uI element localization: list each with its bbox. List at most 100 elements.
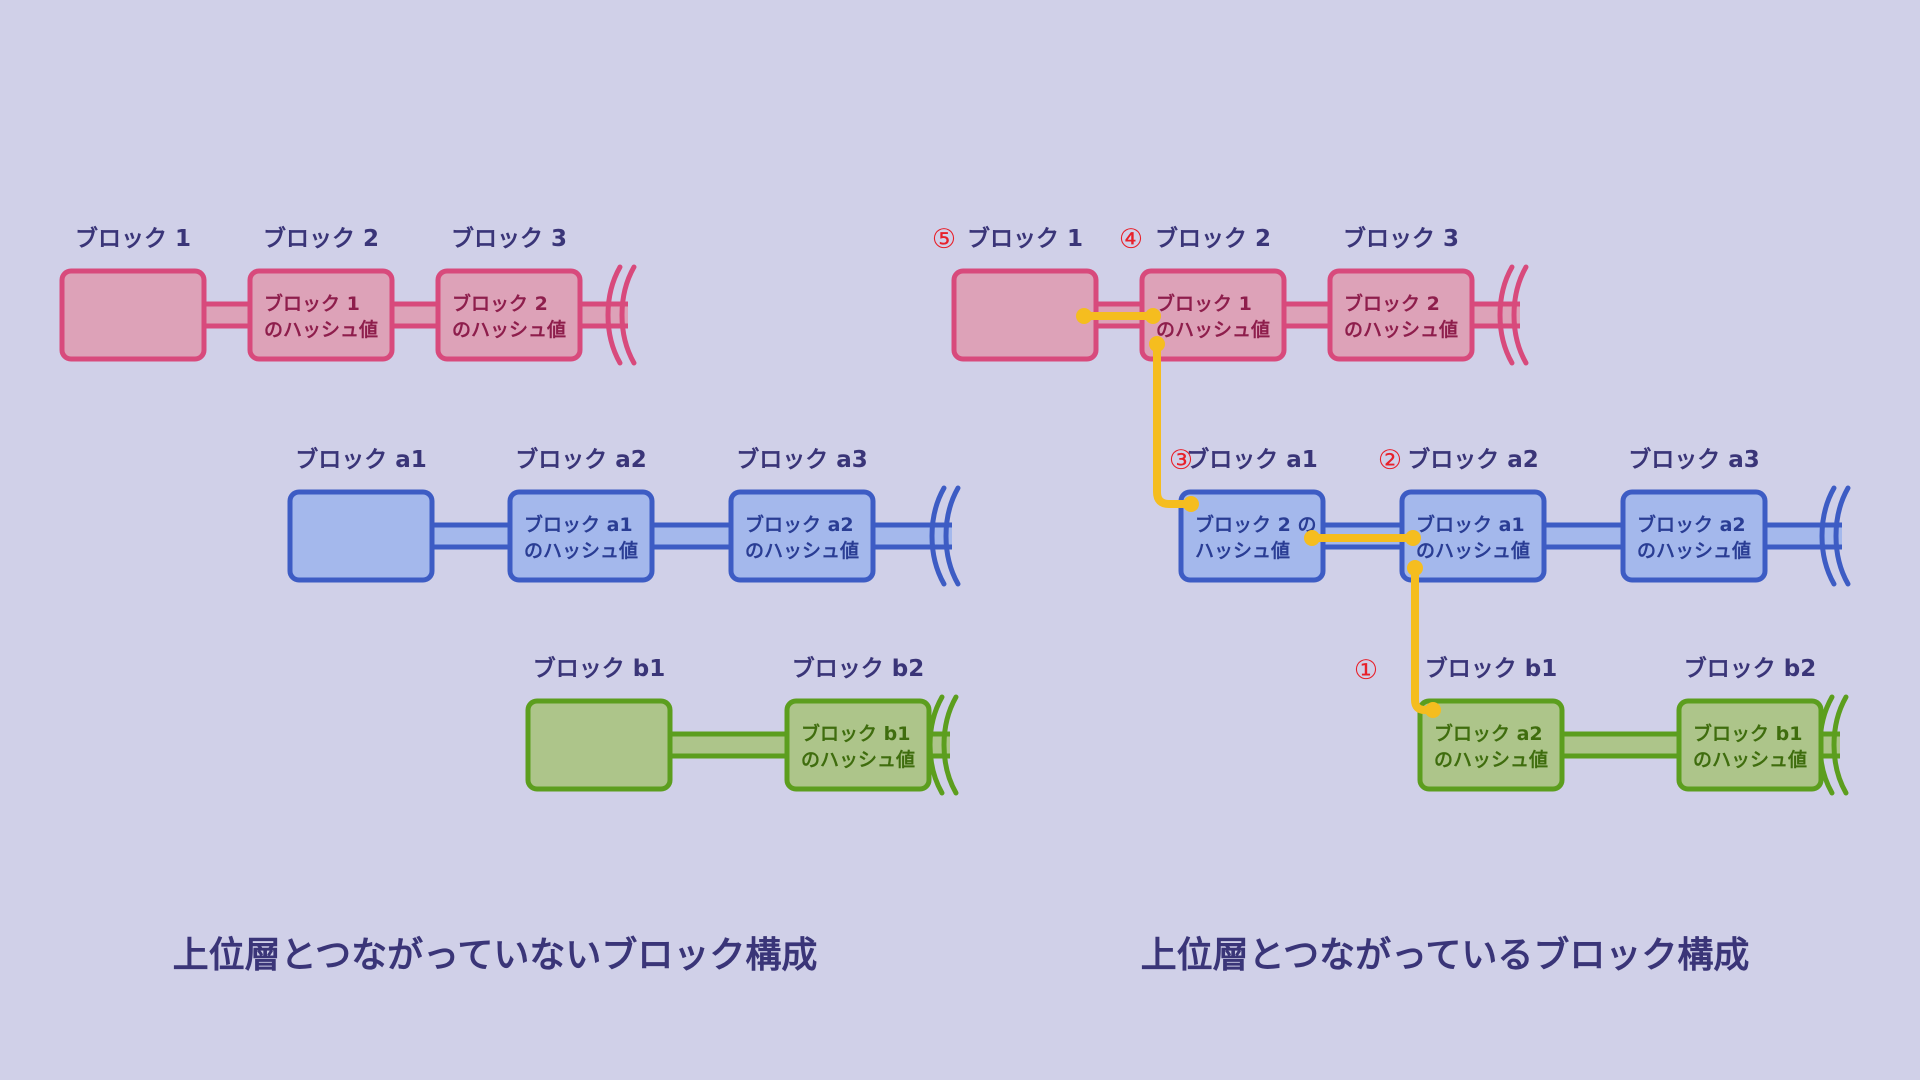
block-content-text: のハッシュ値 [264, 319, 378, 341]
caption-unconnected: 上位層とつながっていないブロック構成 [173, 934, 818, 976]
block-label: ブロック 3 [1343, 225, 1459, 252]
blue-chain-row: ブロック a1 ブロック 2 のハッシュ値 ブロック a2 ブロック a1 のハッシュ値… [1178, 446, 1851, 587]
block-box [784, 698, 932, 792]
block-content-text: ブロック a2 [1434, 722, 1543, 745]
block-box [1327, 268, 1475, 362]
hash-link-endpoint [1405, 530, 1421, 546]
block-content-text: ブロック 2 [1344, 292, 1440, 315]
block-content-text: のハッシュ値 [801, 749, 915, 771]
hash-link-line [1153, 340, 1195, 508]
step-number: ① [1354, 655, 1378, 686]
hash-link-endpoint [1407, 560, 1423, 576]
block-content-text: ブロック 2 [452, 292, 548, 315]
continuation-wave-icon [943, 485, 961, 587]
block-label: ブロック a3 [1628, 446, 1760, 473]
hash-link-endpoint [1145, 308, 1161, 324]
step-number: ⑤ [932, 224, 956, 255]
continuation-wave-icon [605, 264, 623, 366]
unconnected-structure: ブロック 1 ブロック 2 ブロック 1 のハッシュ値 ブロック 3 ブロック 2 のハッシ… [59, 225, 961, 796]
block-content-text: ブロック a1 [1416, 513, 1525, 536]
block-content-text: ブロック b1 [1693, 722, 1802, 745]
chain-connector [204, 304, 250, 326]
block-box [1399, 489, 1547, 583]
chain-connector [1765, 525, 1842, 547]
block-content-text: のハッシュ値 [1637, 540, 1751, 562]
block-content-text: ブロック 1 [1156, 292, 1252, 315]
block-label: ブロック a1 [295, 446, 427, 473]
hash-reference-links [1076, 308, 1441, 718]
block-content-text: のハッシュ値 [452, 319, 566, 341]
chain-connector [873, 525, 952, 547]
block-label: ブロック 1 [967, 225, 1083, 252]
continuation-wave-icon [1497, 264, 1515, 366]
block-label: ブロック b2 [792, 655, 924, 682]
pink-chain-row: ブロック 1 ブロック 2 ブロック 1 のハッシュ値 ブロック 3 ブロック 2 のハッシ… [951, 225, 1529, 366]
block-content-text: のハッシュ値 [1416, 540, 1530, 562]
block-box [951, 268, 1099, 362]
block-label: ブロック b1 [1425, 655, 1557, 682]
pink-chain-row: ブロック 1 ブロック 2 ブロック 1 のハッシュ値 ブロック 3 ブロック 2 のハッシ… [59, 225, 637, 366]
continuation-wave-icon [1511, 264, 1529, 366]
block-box [728, 489, 876, 583]
continuation-wave-icon [941, 694, 959, 796]
continuation-wave-icon [1831, 694, 1849, 796]
block-label: ブロック a3 [736, 446, 868, 473]
continuation-wave-icon [619, 264, 637, 366]
chain-connector [392, 304, 438, 326]
block-label: ブロック 1 [75, 225, 191, 252]
hash-link-endpoint [1149, 336, 1165, 352]
chain-connector [1562, 734, 1679, 756]
chain-connector [580, 304, 628, 326]
block-box [287, 489, 435, 583]
blue-chain-row: ブロック a1 ブロック a2 ブロック a1 のハッシュ値 ブロック a3 ブロック a… [287, 446, 961, 587]
block-label: ブロック a2 [515, 446, 647, 473]
block-box [1417, 698, 1565, 792]
block-content-text: のハッシュ値 [1434, 749, 1548, 771]
block-label: ブロック b1 [533, 655, 665, 682]
block-label: ブロック a2 [1407, 446, 1539, 473]
block-box [507, 489, 655, 583]
block-content-text: ブロック a2 [745, 513, 854, 536]
chain-connector [432, 525, 510, 547]
connected-structure: ブロック 1 ブロック 2 ブロック 1 のハッシュ値 ブロック 3 ブロック 2 のハッシ… [951, 225, 1851, 796]
hash-link-endpoint [1425, 702, 1441, 718]
caption-connected: 上位層とつながっているブロック構成 [1141, 934, 1750, 976]
block-label: ブロック a1 [1186, 446, 1318, 473]
block-content-text: ブロック a2 [1637, 513, 1746, 536]
block-label: ブロック 2 [263, 225, 379, 252]
block-content-text: のハッシュ値 [1156, 319, 1270, 341]
continuation-wave-icon [1819, 485, 1837, 587]
block-label: ブロック 3 [451, 225, 567, 252]
block-content-text: のハッシュ値 [745, 540, 859, 562]
block-content-text: ブロック 2 の [1195, 513, 1316, 536]
block-content-text: のハッシュ値 [1344, 319, 1458, 341]
block-label: ブロック 2 [1155, 225, 1271, 252]
chain-connector [1472, 304, 1520, 326]
block-label: ブロック b2 [1684, 655, 1816, 682]
step-number: ③ [1169, 445, 1193, 476]
green-chain-row: ブロック b1 ブロック b2 ブロック b1 のハッシュ値 [525, 655, 959, 796]
chain-connector [652, 525, 731, 547]
block-box [1676, 698, 1824, 792]
block-box [1178, 489, 1326, 583]
block-content-text: ブロック a1 [524, 513, 633, 536]
hash-link-line [1411, 564, 1437, 714]
continuation-wave-icon [929, 485, 947, 587]
block-content-text: ハッシュ値 [1195, 540, 1290, 562]
block-box [247, 268, 395, 362]
block-box [59, 268, 207, 362]
hash-link-endpoint [1183, 496, 1199, 512]
chain-connector [670, 734, 787, 756]
block-content-text: ブロック 1 [264, 292, 360, 315]
hash-link-endpoint [1304, 530, 1320, 546]
block-content-text: ブロック b1 [801, 722, 910, 745]
block-box [525, 698, 673, 792]
continuation-wave-icon [1833, 485, 1851, 587]
block-box [435, 268, 583, 362]
chain-connector [1544, 525, 1623, 547]
step-number: ④ [1119, 224, 1143, 255]
chain-connector [1821, 734, 1840, 756]
